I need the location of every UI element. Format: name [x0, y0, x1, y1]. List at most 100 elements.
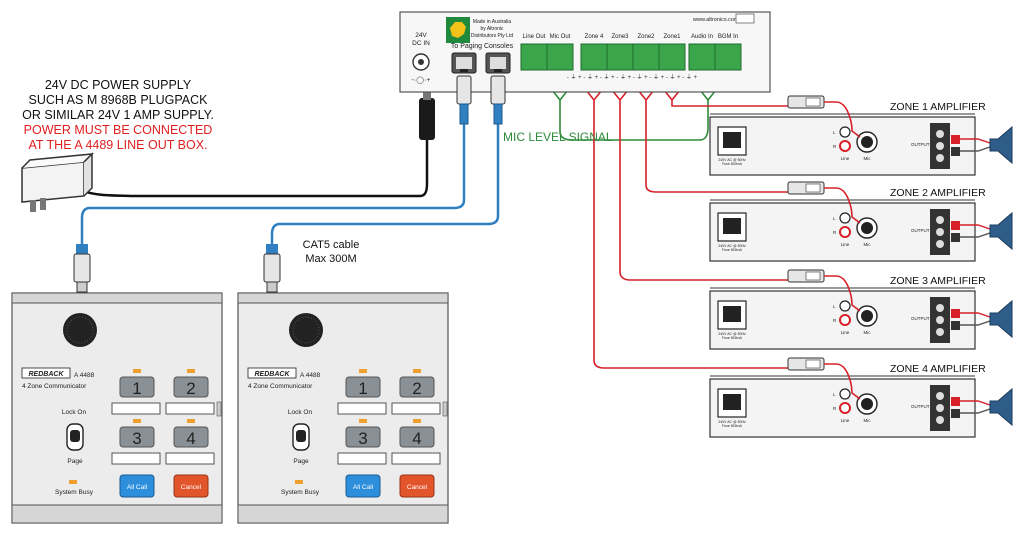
zone-2-key[interactable]: [173, 376, 209, 398]
terminal-label-line-out: Line Out: [523, 34, 546, 40]
rj45-port-2[interactable]: [485, 52, 511, 74]
speaker-wire-negative: [960, 408, 991, 414]
rca-right-input[interactable]: [839, 402, 851, 414]
cancel-button[interactable]: [173, 474, 209, 498]
cancel-button[interactable]: [399, 474, 435, 498]
zone-2-key[interactable]: [399, 376, 435, 398]
rj45-port-1[interactable]: [451, 52, 477, 74]
zone-name-label-strip: [391, 452, 441, 465]
zone-key-label: 3: [132, 429, 141, 448]
console-base: [237, 504, 449, 524]
redback-logo-icon: [247, 367, 297, 379]
terminal-label-zone-1: Zone1: [663, 34, 681, 40]
all-call-button[interactable]: [345, 474, 381, 498]
zone-1-key[interactable]: [119, 376, 155, 398]
amp-title: ZONE 4 AMPLIFIER: [890, 363, 986, 375]
power-note-line-3: OR SIMILAR 24V 1 AMP SUPPLY.: [22, 108, 214, 122]
toggle-lever-icon: [296, 430, 306, 442]
rca-right-input[interactable]: [839, 140, 851, 152]
speaker-wire-negative: [960, 320, 991, 326]
all-call-button[interactable]: [119, 474, 155, 498]
lock-on-label: Lock On: [288, 409, 313, 416]
rca-r-label: R: [833, 144, 837, 149]
xlr-plug-body-icon: [805, 97, 821, 107]
rca-l-label: L: [833, 392, 836, 397]
rca-left-input[interactable]: [839, 388, 851, 400]
xlr-inner-icon: [861, 136, 873, 148]
terminal-screw-icon: [936, 216, 944, 224]
terminal-screw-icon: [936, 240, 944, 248]
mains-rating-line-2: Fuse 800mA: [722, 162, 743, 166]
mic-signal-lead: [824, 187, 861, 224]
zone-led-icon: [413, 419, 421, 423]
console-top-edge: [237, 292, 449, 304]
rca-left-input[interactable]: [839, 212, 851, 224]
console-subtitle: 4 Zone Communicator: [22, 383, 87, 390]
zone-name-label-strip: [337, 452, 387, 465]
mains-rating-line-1: 240V AC @ 50Hz: [718, 158, 746, 162]
mic-signal-lead: [824, 363, 861, 400]
speaker-grille-icon: [63, 313, 97, 347]
terminal-screw-icon: [936, 316, 944, 324]
output-label: OUTPUT: [911, 228, 930, 233]
rj45-plug-console-1: [73, 244, 91, 293]
amp-title: ZONE 3 AMPLIFIER: [890, 275, 986, 287]
negative-terminal-icon: [951, 233, 960, 242]
brand-logo: REDBACK: [29, 371, 65, 378]
power-supply-note: 24V DC POWER SUPPLY SUCH AS M 8968B PLUG…: [18, 78, 218, 153]
iec-mains-socket[interactable]: [717, 126, 747, 156]
rca-right-input[interactable]: [839, 226, 851, 238]
negative-terminal-icon: [951, 409, 960, 418]
zone-led-icon: [413, 369, 421, 373]
iec-socket-inner-icon: [723, 394, 741, 410]
rca-left-input[interactable]: [839, 300, 851, 312]
rca-right-input[interactable]: [839, 314, 851, 326]
rca-r-label: R: [833, 318, 837, 323]
side-notch: [216, 401, 222, 417]
all-call-label: All Call: [127, 484, 148, 491]
cat5-cable-console-2: [270, 122, 500, 248]
made-in-australia-line-3: Distributors Pty Ltd: [471, 33, 513, 39]
mains-rating-line-1: 240V AC @ 50Hz: [718, 420, 746, 424]
speaker-wire-positive: [960, 224, 991, 230]
rca-left-input[interactable]: [839, 126, 851, 138]
rj45-plug-top-2: [490, 75, 506, 125]
zone-3-key[interactable]: [345, 426, 381, 448]
iec-socket-inner-icon: [723, 306, 741, 322]
toggle-lever-icon: [70, 430, 80, 442]
speaker-grille-icon: [289, 313, 323, 347]
mic-signal-lead: [824, 101, 861, 138]
zone-4-key[interactable]: [399, 426, 435, 448]
cat5-note-line-2: Max 300M: [305, 253, 357, 265]
grille-pattern-icon: [292, 316, 320, 344]
xlr-inner-icon: [861, 222, 873, 234]
grille-pattern-icon: [66, 316, 94, 344]
zone-1-key[interactable]: [345, 376, 381, 398]
website-text: www.altronics.com.au: [692, 17, 746, 23]
system-busy-led-icon: [295, 480, 303, 484]
zone-4-key[interactable]: [173, 426, 209, 448]
rca-r-label: R: [833, 406, 837, 411]
positive-terminal-icon: [951, 309, 960, 318]
speaker-wire-negative: [960, 146, 991, 152]
mic-input-label: Mic: [864, 156, 872, 161]
zone-key-label: 3: [358, 429, 367, 448]
mains-rating-line-2: Fuse 800mA: [722, 424, 743, 428]
mic-input-label: Mic: [864, 330, 872, 335]
line-out-box: www.altronics.com.au 24V DC IN -·◯·+ Mad…: [399, 11, 771, 93]
zone-led-icon: [187, 419, 195, 423]
zone-name-label-strip: [111, 452, 161, 465]
terminal-screw-icon: [936, 142, 944, 150]
power-note-line-2: SUCH AS M 8968B PLUGPACK: [28, 93, 208, 107]
iec-socket-inner-icon: [723, 132, 741, 148]
terminal-screw-icon: [936, 130, 944, 138]
mains-rating-line-1: 240V AC @ 50Hz: [718, 244, 746, 248]
zone-3-key[interactable]: [119, 426, 155, 448]
xlr-plug-body-icon: [805, 271, 821, 281]
terminal-label-zone-2: Zone2: [637, 34, 655, 40]
